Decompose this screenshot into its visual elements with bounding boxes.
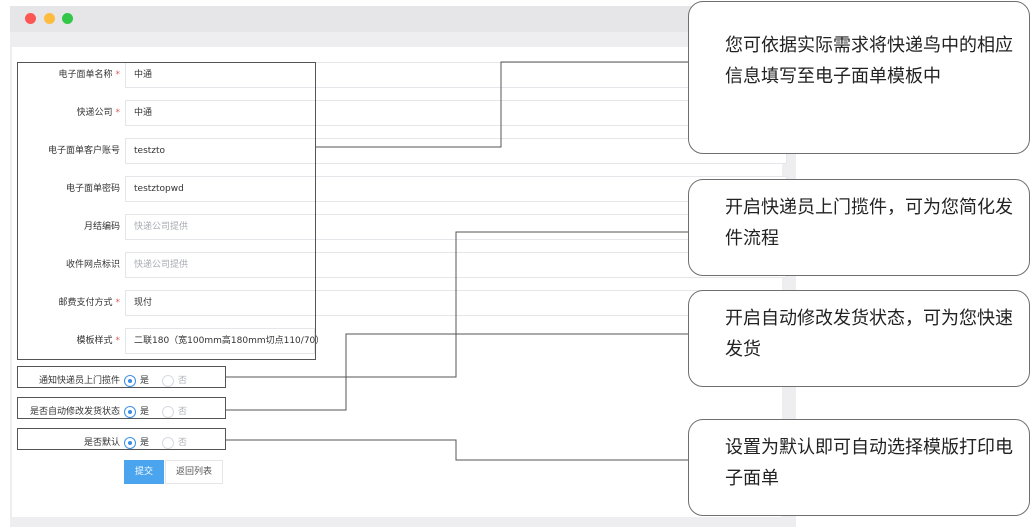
password-input[interactable]: testztopwd xyxy=(125,176,787,202)
submit-button[interactable]: 提交 xyxy=(124,460,164,484)
default-yes-radio[interactable] xyxy=(124,437,136,449)
form-row-password: 电子面单密码 testztopwd xyxy=(12,176,787,202)
pickup-no-radio[interactable] xyxy=(162,375,174,387)
required-mark: * xyxy=(115,298,121,308)
pickup-radio-group: 是 否 xyxy=(124,372,204,390)
template-style-select[interactable]: 二联180（宽100mm高180mm切点110/70） xyxy=(125,328,324,354)
form-row-template: 模板样式* 二联180（宽100mm高180mm切点110/70） xyxy=(12,328,787,354)
field-label: 收件网点标识 xyxy=(65,260,120,270)
field-label: 电子面单名称 xyxy=(58,70,113,80)
option-row-auto-status: 是否自动修改发货状态 是 否 xyxy=(12,399,312,425)
auto-status-no-radio[interactable] xyxy=(162,406,174,418)
callout-template-info: 您可依据实际需求将快递鸟中的相应信息填写至电子面单模板中 xyxy=(688,1,1030,154)
required-mark: * xyxy=(115,108,121,118)
template-name-input[interactable]: 中通 xyxy=(125,62,787,88)
option-row-default: 是否默认 是 否 xyxy=(12,430,312,456)
minimize-window-button[interactable] xyxy=(44,13,55,24)
radio-yes-text: 是 xyxy=(140,438,150,448)
option-label: 是否自动修改发货状态 xyxy=(29,407,120,417)
pickup-yes-radio[interactable] xyxy=(124,375,136,387)
required-mark: * xyxy=(115,70,121,80)
callout-pickup: 开启快递员上门揽件，可为您简化发件流程 xyxy=(688,179,1030,276)
required-mark: * xyxy=(115,336,121,346)
default-radio-group: 是 否 xyxy=(124,434,204,452)
maximize-window-button[interactable] xyxy=(62,13,73,24)
field-label: 邮费支付方式 xyxy=(58,298,113,308)
option-row-pickup: 通知快递员上门揽件 是 否 xyxy=(12,368,312,394)
auto-status-highlight-box xyxy=(17,397,226,419)
radio-no-text: 否 xyxy=(178,407,188,417)
option-label: 通知快递员上门揽件 xyxy=(38,376,120,386)
close-window-button[interactable] xyxy=(25,13,36,24)
option-label: 是否默认 xyxy=(83,438,120,448)
fields-highlight-box xyxy=(17,62,316,360)
form-row-account: 电子面单客户账号 testzto xyxy=(12,138,787,164)
callout-default: 设置为默认即可自动选择模版打印电子面单 xyxy=(688,419,1030,516)
callout-auto-status: 开启自动修改发货状态，可为您快速发货 xyxy=(688,290,1030,387)
radio-no-text: 否 xyxy=(178,376,188,386)
radio-no-text: 否 xyxy=(178,438,188,448)
auto-status-radio-group: 是 否 xyxy=(124,403,204,421)
courier-company-select[interactable]: 中通 xyxy=(125,100,787,126)
default-no-radio[interactable] xyxy=(162,437,174,449)
default-highlight-box xyxy=(17,428,226,450)
customer-account-input[interactable]: testzto xyxy=(125,138,787,164)
radio-yes-text: 是 xyxy=(140,376,150,386)
field-label: 模板样式 xyxy=(76,336,113,346)
radio-yes-text: 是 xyxy=(140,407,150,417)
form-row-name: 电子面单名称* 中通 xyxy=(12,62,787,88)
field-label: 电子面单客户账号 xyxy=(47,146,120,156)
field-label: 月结编码 xyxy=(83,222,120,232)
pickup-highlight-box xyxy=(17,366,226,388)
auto-status-yes-radio[interactable] xyxy=(124,406,136,418)
back-to-list-button[interactable]: 返回列表 xyxy=(165,460,223,484)
browser-window: 电子面单名称* 中通 快递公司* 中通 电子面单客户账号 testzto 电子面… xyxy=(10,6,796,527)
field-label: 快递公司 xyxy=(76,108,113,118)
form-row-courier: 快递公司* 中通 xyxy=(12,100,787,126)
field-label: 电子面单密码 xyxy=(65,184,120,194)
window-titlebar xyxy=(10,6,796,32)
